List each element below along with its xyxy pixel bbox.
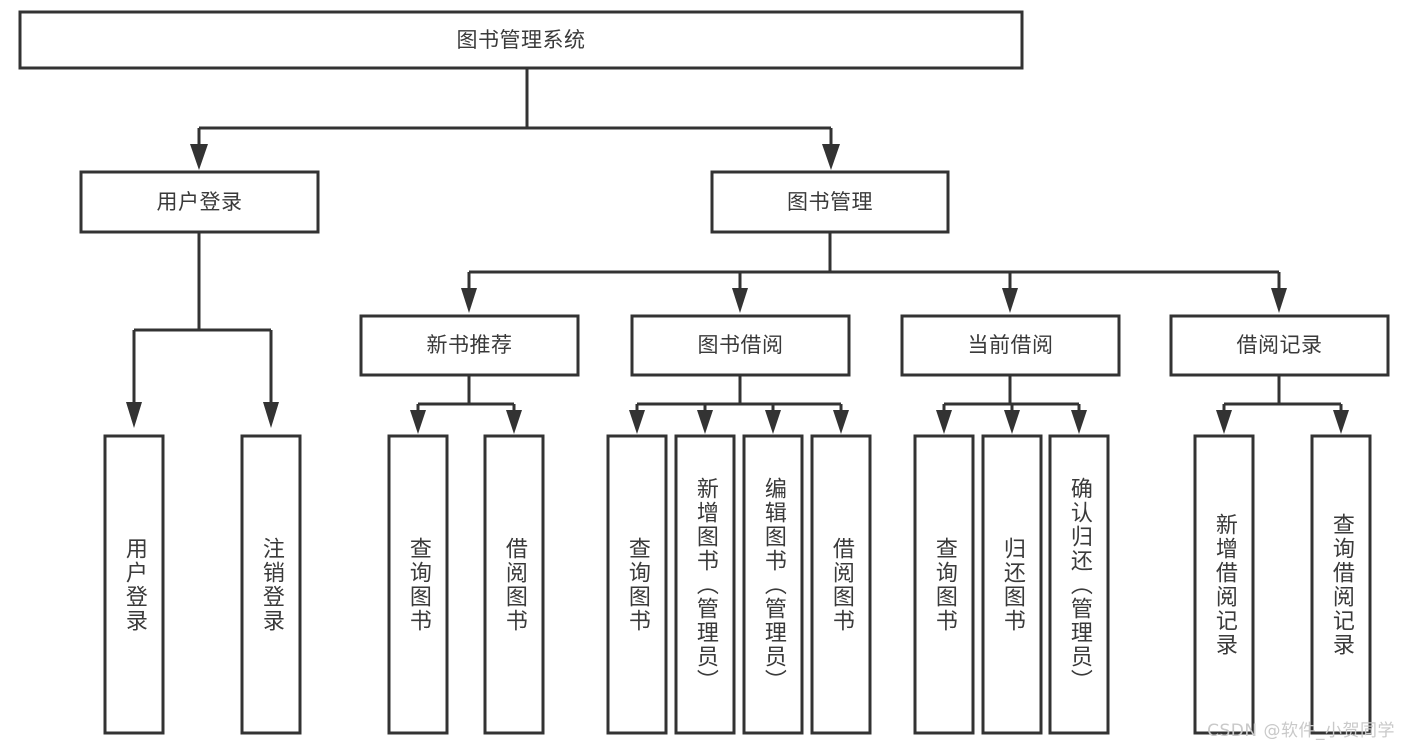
arrow-head-borrowrecord-leaf-1 xyxy=(1216,410,1232,434)
node-box-leaf-query-record[interactable] xyxy=(1310,434,1372,735)
node-box-leaf-add-book[interactable] xyxy=(674,434,736,735)
arrow-head-currentborrow-leaf-1 xyxy=(936,410,952,434)
node-box-leaf-confirm-return[interactable] xyxy=(1048,434,1110,735)
arrow-head-borrow-record xyxy=(1271,288,1287,313)
node-box-leaf-borrow-book-2[interactable] xyxy=(810,434,872,735)
node-box-leaf-query-book-1[interactable] xyxy=(387,434,449,735)
arrow-head-currentborrow-leaf-2 xyxy=(1004,410,1020,434)
node-box-user-login[interactable] xyxy=(79,170,320,234)
arrow-head-current-borrow xyxy=(1002,288,1018,313)
arrow-head-user-login xyxy=(190,144,208,170)
node-box-leaf-query-book-3[interactable] xyxy=(913,434,975,735)
node-box-leaf-query-book-2[interactable] xyxy=(606,434,668,735)
node-box-leaf-borrow-book-1[interactable] xyxy=(483,434,545,735)
arrow-head-leaf-user-login xyxy=(126,402,142,428)
node-box-new-book-recommend[interactable] xyxy=(359,314,580,377)
arrow-head-bookborrow-leaf-4 xyxy=(833,410,849,434)
node-box-book-manage[interactable] xyxy=(710,170,950,234)
arrow-head-borrowrecord-leaf-2 xyxy=(1333,410,1349,434)
node-box-leaf-edit-book[interactable] xyxy=(742,434,804,735)
arrow-head-bookborrow-leaf-1 xyxy=(629,410,645,434)
arrow-head-book-borrow xyxy=(732,288,748,313)
node-box-leaf-user-login[interactable] xyxy=(103,434,165,735)
node-box-current-borrow[interactable] xyxy=(900,314,1121,377)
node-box-leaf-add-record[interactable] xyxy=(1193,434,1255,735)
arrow-head-newbook-leaf-2 xyxy=(506,410,522,434)
arrow-head-leaf-logout xyxy=(263,402,279,428)
node-box-book-borrow[interactable] xyxy=(630,314,851,377)
arrow-head-book-manage xyxy=(822,144,840,170)
node-box-root[interactable] xyxy=(18,10,1024,70)
node-box-leaf-logout[interactable] xyxy=(240,434,302,735)
node-box-leaf-return-book[interactable] xyxy=(981,434,1043,735)
arrow-head-currentborrow-leaf-3 xyxy=(1071,410,1087,434)
arrow-head-bookborrow-leaf-2 xyxy=(697,410,713,434)
arrow-head-bookborrow-leaf-3 xyxy=(765,410,781,434)
arrow-head-new-book xyxy=(461,288,477,313)
arrow-head-newbook-leaf-1 xyxy=(410,410,426,434)
csdn-watermark: CSDN @软件_小贺同学 xyxy=(1207,721,1395,741)
node-box-borrow-record[interactable] xyxy=(1169,314,1390,377)
